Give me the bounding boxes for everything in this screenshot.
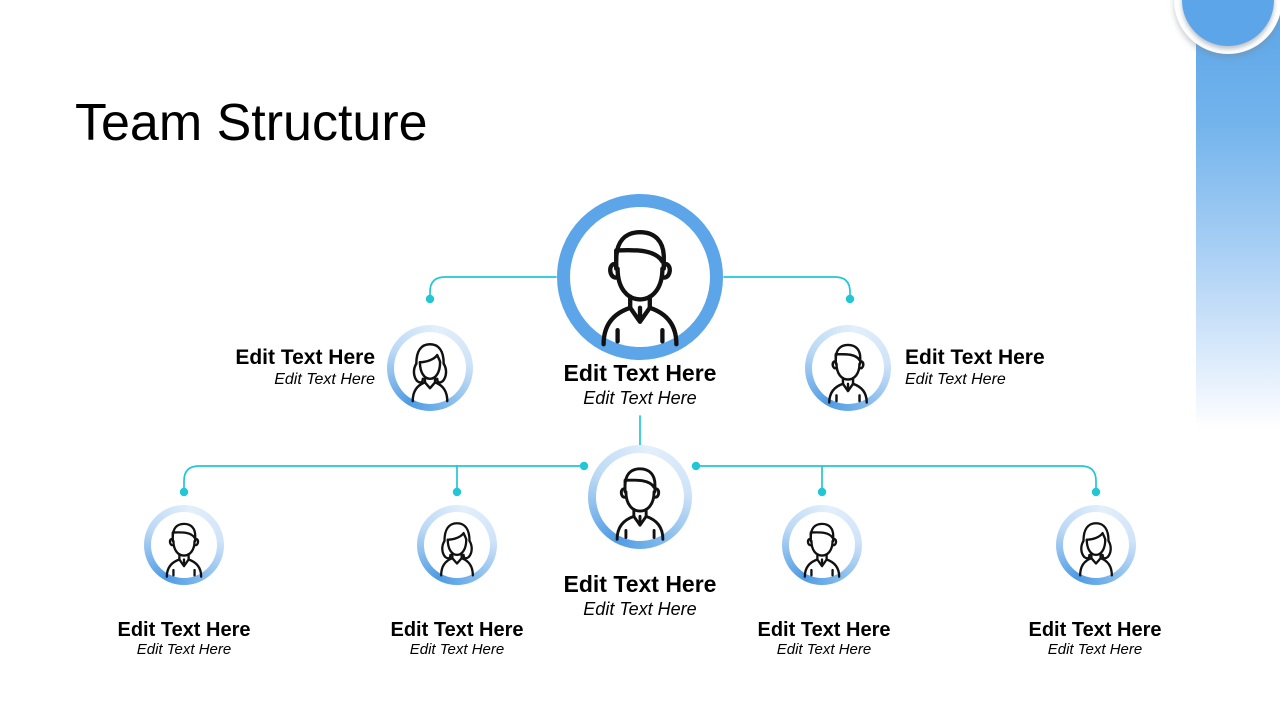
- person-female-avatar-icon: [1079, 522, 1113, 577]
- connector-dot-lead-left: [579, 461, 589, 471]
- connector-lead-bus-right: [695, 465, 1097, 492]
- label-member-2-subtitle: Edit Text Here: [409, 641, 505, 659]
- connector-dot-lead-right: [691, 461, 701, 471]
- label-lead-center-title: Edit Text Here: [563, 571, 717, 597]
- node-manager-left[interactable]: [387, 325, 473, 411]
- label-member-2-title: Edit Text Here: [390, 619, 524, 641]
- label-manager-left: Edit Text Here Edit Text Here: [155, 346, 375, 390]
- label-member-3-subtitle: Edit Text Here: [776, 641, 872, 659]
- label-member-4-title: Edit Text Here: [1028, 619, 1162, 641]
- label-manager-left-subtitle: Edit Text Here: [274, 370, 375, 388]
- node-member-3[interactable]: [782, 505, 862, 585]
- connector-dot-member-1: [179, 487, 189, 497]
- person-male-avatar-icon: [828, 343, 868, 404]
- label-ceo-title: Edit Text Here: [563, 360, 717, 386]
- label-member-4-subtitle: Edit Text Here: [1047, 641, 1143, 659]
- person-male-avatar-icon: [803, 522, 841, 578]
- connector-lead-bus-left: [183, 465, 585, 492]
- node-member-1[interactable]: [144, 505, 224, 585]
- label-member-1: Edit Text Here Edit Text Here: [64, 619, 304, 660]
- person-female-avatar-icon: [440, 522, 474, 577]
- slide-title: Team Structure: [75, 94, 428, 152]
- node-manager-right[interactable]: [805, 325, 891, 411]
- label-lead-center-subtitle: Edit Text Here: [583, 598, 697, 619]
- label-member-3: Edit Text Here Edit Text Here: [704, 619, 944, 660]
- label-ceo-subtitle: Edit Text Here: [583, 387, 697, 408]
- connector-dot-manager-right: [845, 294, 855, 304]
- label-manager-right: Edit Text Here Edit Text Here: [905, 346, 1135, 390]
- connector-dot-manager-left: [425, 294, 435, 304]
- label-member-2: Edit Text Here Edit Text Here: [337, 619, 577, 660]
- node-member-4[interactable]: [1056, 505, 1136, 585]
- label-ceo: Edit Text Here Edit Text Here: [500, 360, 780, 409]
- connector-dot-member-3: [817, 487, 827, 497]
- person-female-avatar-icon: [411, 343, 449, 403]
- label-lead-center: Edit Text Here Edit Text Here: [500, 571, 780, 620]
- person-male-avatar-icon: [601, 230, 679, 347]
- decorative-blue-strip: [1196, 0, 1280, 430]
- label-member-1-title: Edit Text Here: [117, 619, 251, 641]
- label-manager-right-title: Edit Text Here: [905, 346, 1045, 369]
- label-member-3-title: Edit Text Here: [757, 619, 891, 641]
- label-manager-left-title: Edit Text Here: [235, 346, 375, 369]
- label-member-4: Edit Text Here Edit Text Here: [975, 619, 1215, 660]
- person-male-avatar-icon: [615, 467, 665, 541]
- connector-dot-member-4: [1091, 487, 1101, 497]
- node-lead-center[interactable]: [588, 445, 692, 549]
- label-member-1-subtitle: Edit Text Here: [136, 641, 232, 659]
- node-member-2[interactable]: [417, 505, 497, 585]
- connector-ceo-to-manager-right: [723, 276, 851, 300]
- connector-dot-member-2: [452, 487, 462, 497]
- person-male-avatar-icon: [165, 522, 203, 578]
- connector-ceo-to-manager-left: [429, 276, 557, 300]
- node-ceo[interactable]: [557, 194, 723, 360]
- label-manager-right-subtitle: Edit Text Here: [905, 370, 1006, 388]
